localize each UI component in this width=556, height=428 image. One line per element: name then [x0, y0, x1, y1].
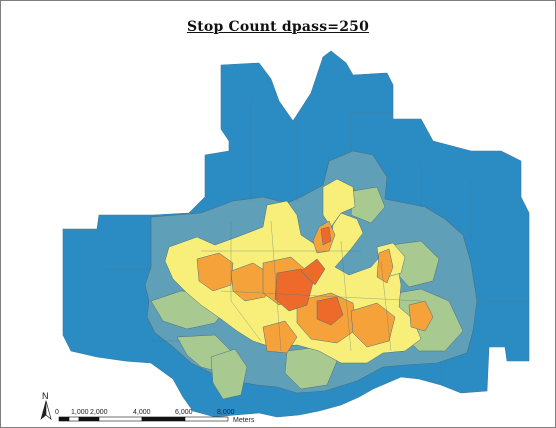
tract-boundaries [101, 97, 529, 385]
scale-units: Meters [233, 417, 255, 424]
north-label: N [42, 391, 49, 401]
region-orange-eastcorridor [376, 248, 394, 284]
scale-tick-0: 0 [55, 409, 59, 416]
map-title: Stop Count dpass=250 [186, 19, 370, 35]
region-orange-east [408, 300, 434, 332]
scale-tick-4000: 4,000 [133, 409, 151, 416]
region-sage-north [350, 186, 386, 224]
region-sage-south [210, 348, 248, 400]
region-yellow-north [322, 178, 356, 228]
scale-tick-2000: 2,000 [90, 409, 108, 416]
region-red-south [316, 296, 344, 326]
scale-tick-6000: 6,000 [175, 409, 193, 416]
region-orange-westcentral [230, 262, 270, 302]
region-orange-southeast [350, 302, 396, 348]
scale-tick-1000: 1,000 [71, 409, 89, 416]
north-arrow-icon: N [40, 391, 52, 420]
region-red-downtown [274, 268, 314, 312]
scale-bar-segments [58, 416, 229, 422]
region-red-north [320, 226, 332, 246]
region-red-corridor [300, 258, 326, 286]
scale-tick-8000: 8,000 [217, 409, 235, 416]
scale-bar: 0 1,000 2,000 4,000 6,000 8,000 Meters [55, 409, 255, 424]
